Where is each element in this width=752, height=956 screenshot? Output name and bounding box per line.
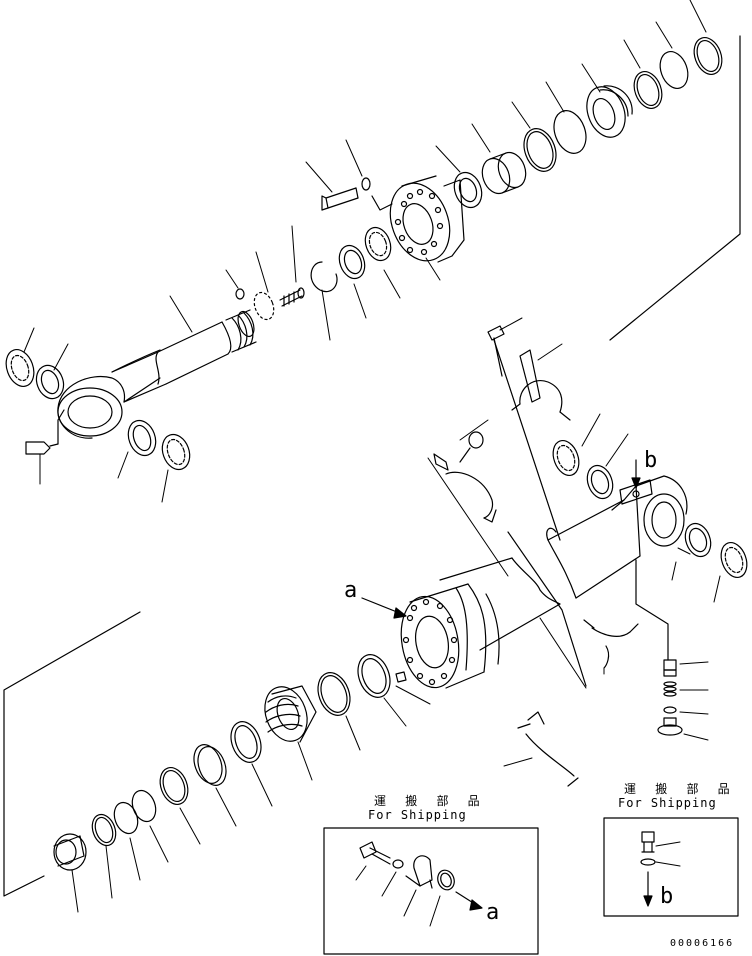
shipping-box-left [324,828,538,954]
rod-o-ring-dotted [251,290,277,322]
bottom-eye-seal-a [549,437,584,479]
seal-ring-1 [518,124,561,176]
lower-seal-b [312,668,355,720]
lower-o-ring-b [110,799,142,837]
shipping-left-arrow-label: a [486,900,500,925]
piston-upper [580,81,632,142]
seal-ring-2 [548,106,591,158]
piston-set-screw [396,672,406,682]
wear-ring-upper [629,68,666,113]
shipping-right-jp-label: 運 搬 部 品 [624,782,736,796]
slide-ring-upper [655,48,692,93]
shipping-left-bolt [360,842,390,864]
bottom-eye-seal-b [717,539,752,581]
lower-wear-ring [226,717,267,766]
bottom-eye-bushing-a [583,462,617,502]
pipe-line [494,340,560,540]
lower-o-ring-c [88,811,120,849]
bolt-guide-line [372,196,392,210]
pipe-clamp-upper [512,350,570,420]
shipping-right-bolt [642,832,654,852]
shipping-box-right [604,818,738,916]
piston-rod [112,309,257,402]
clamp-bolt-middle [460,432,483,462]
pipe-line-lower [508,532,586,686]
drawing-code: 00006166 [670,938,735,949]
pipe-clamp-lower-left [518,712,578,786]
cylinder-bottom-eye [612,476,687,556]
bottom-eye-bushing-b [681,520,715,560]
shipping-left-block [406,856,432,888]
back-ring-upper [689,34,726,79]
shipping-right-arrow-label: b [660,884,674,909]
shipping-right-leaders [656,842,680,866]
lower-slide-ring [189,741,231,789]
eye-bushing-right [124,417,161,460]
cylinder-tube [440,558,560,650]
buffer-ring [361,224,395,264]
shipping-left-ring [435,868,457,892]
rod-packing [335,242,369,282]
leader-frame-top [610,36,740,340]
piston-nut [54,834,86,870]
clamp-bolt-upper [488,326,504,376]
pipe-clamp-lower-right [584,620,638,668]
grease-fitting-upper [26,410,64,454]
arrow-a-head [394,608,406,618]
shipping-left-jp-label: 運 搬 部 品 [374,794,486,808]
arrow-b-head [632,478,640,488]
view-arrow-b-label: b [644,448,658,473]
set-screw [280,288,304,306]
bushing [478,149,531,198]
fitting-leader [636,560,668,660]
lower-o-ring-a [128,787,160,825]
shipping-right-arrow-head [644,896,652,906]
leader-lines [24,0,720,912]
leader-frame-bottom [4,612,140,896]
shipping-left-en-label: For Shipping [368,808,467,822]
view-arrow-a-label: a [344,578,358,603]
rod-end-eye [58,350,160,438]
shipping-right-en-label: For Shipping [618,796,717,810]
snap-ring [311,262,337,292]
shipping-left-washer [393,860,403,868]
cylinder-tube-upper [547,500,640,598]
eye-seal-right [158,431,195,474]
eye-seal-left [1,346,38,391]
ball-pin [236,289,244,299]
lower-seal-a [352,650,395,702]
lower-back-ring [155,764,192,809]
shipping-left-arrow-head [470,900,482,910]
eye-bushing-left [32,362,68,403]
ball [664,707,676,713]
cylinder-head [380,175,464,269]
spring [664,682,676,696]
head-bolt [322,188,358,210]
tube-flange [394,584,499,692]
shipping-left-leaders [356,866,440,926]
grease-nipple [664,660,676,676]
head-washer [362,178,370,190]
shipping-right-washer [641,859,655,865]
dust-seal [450,169,487,212]
plug [658,718,682,735]
pipe-clamp-middle [434,454,496,522]
lower-piston [258,681,316,747]
